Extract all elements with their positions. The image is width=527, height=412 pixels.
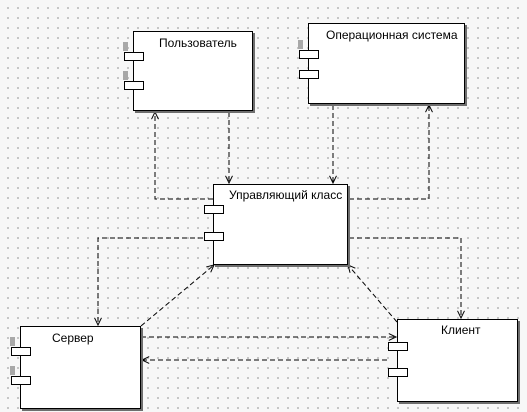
arrowhead (388, 333, 398, 341)
arrowhead (206, 264, 215, 273)
edge-controller-to-server[interactable] (94, 237, 203, 327)
arrowhead (329, 175, 337, 185)
edge-client-to-controller[interactable] (347, 264, 398, 323)
port-bottom (124, 81, 144, 90)
component-operating-system-label: Операционная система (326, 28, 458, 42)
component-user-label: Пользователь (159, 36, 237, 50)
component-client-label: Клиент (441, 323, 481, 337)
edge-client-to-server[interactable] (140, 356, 387, 364)
component-server-label: Сервер (52, 331, 94, 345)
port-bottom (11, 376, 31, 385)
component-operating-system[interactable]: Операционная система (298, 23, 465, 104)
arrowhead (94, 317, 102, 327)
port-bottom (299, 70, 319, 79)
edge-controller-to-server-line (97, 237, 203, 325)
component-client[interactable]: Клиент (388, 319, 518, 402)
arrowhead (225, 175, 233, 185)
edge-controller-to-user-line (154, 112, 213, 200)
arrowhead (425, 103, 433, 113)
edge-server-to-controller-line (140, 264, 215, 327)
edge-controller-to-os[interactable] (349, 103, 433, 200)
component-server[interactable]: Сервер (10, 326, 141, 409)
arrowhead (151, 110, 159, 120)
edge-server-to-controller[interactable] (140, 264, 215, 327)
port-top (204, 205, 224, 214)
edge-controller-to-os-line (349, 105, 430, 200)
port-top (388, 342, 408, 351)
port-top (124, 52, 144, 61)
component-controller-label: Управляющий класс (229, 188, 343, 202)
port-bottom (388, 368, 408, 377)
component-user[interactable]: Пользователь (123, 31, 253, 111)
port-shadow (123, 71, 128, 80)
port-shadow (10, 366, 15, 375)
edge-controller-to-client-line (349, 237, 462, 318)
arrowhead (347, 264, 356, 273)
port-shadow (10, 337, 15, 346)
component-controller[interactable]: Управляющий класс (204, 184, 348, 265)
port-shadow (298, 40, 303, 49)
port-top (11, 347, 31, 356)
edge-server-to-client[interactable] (141, 333, 398, 341)
edge-os-to-controller[interactable] (329, 105, 337, 185)
edge-client-to-controller-line (347, 264, 398, 323)
port-top (299, 50, 319, 59)
edge-controller-to-client[interactable] (349, 237, 465, 320)
port-bottom (204, 232, 224, 241)
edge-controller-to-user[interactable] (151, 110, 213, 200)
port-shadow (123, 42, 128, 51)
arrowhead (140, 356, 150, 364)
edge-user-to-controller[interactable] (225, 112, 233, 185)
arrowhead (457, 310, 465, 320)
